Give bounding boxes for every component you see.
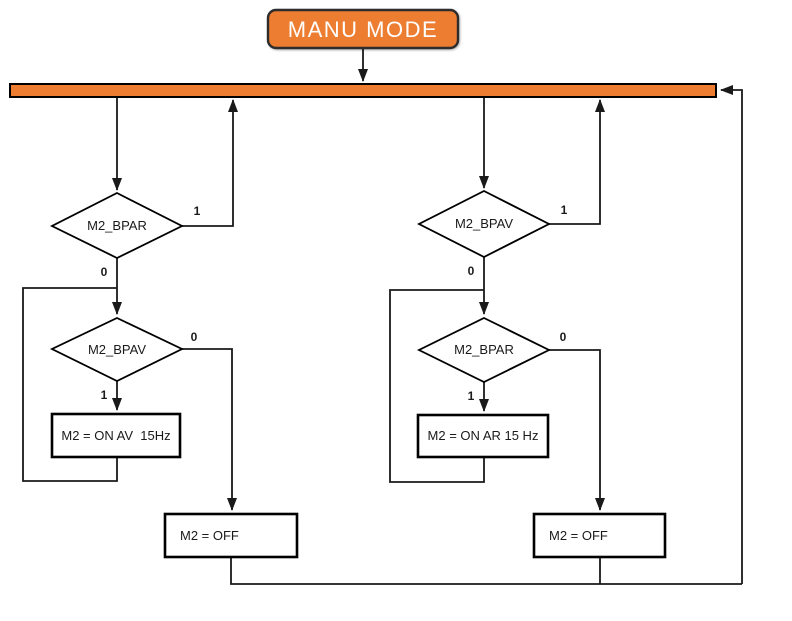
left-decision-top-diamond (49, 191, 185, 260)
right-decision-mid-exit-1-label: 1 (468, 389, 475, 403)
left-action-off-label: M2 = OFF (180, 528, 239, 543)
left-decision-mid-exit-1-label: 1 (101, 388, 108, 402)
left-action-on-box (50, 412, 182, 459)
left-branch: M2_BPAR 1 0 M2_BPAV 0 1 M2 = ON AV 15Hz … (49, 191, 299, 559)
right-decision-mid-exit-0-label: 0 (560, 330, 567, 344)
right-action-on-label: M2 = ON AR 15 Hz (428, 428, 539, 443)
edge-left-decision-top-1-to-bus (182, 99, 238, 227)
edge-right-decision-mid-0-to-off (549, 349, 605, 511)
left-decision-mid-label: M2_BPAV (88, 342, 146, 357)
right-decision-top-diamond (417, 189, 551, 259)
edge-left-loop-back (22, 287, 118, 482)
manu-mode-box (266, 8, 460, 50)
left-decision-mid-exit-0-label: 0 (191, 330, 198, 344)
edge-return-to-bus (720, 85, 743, 584)
manu-mode-node: MANU MODE (266, 8, 460, 50)
right-decision-top-exit-0-label: 0 (468, 264, 475, 278)
right-branch: M2_BPAV 1 0 M2_BPAR 0 1 M2 = ON AR 15 Hz… (416, 189, 667, 559)
right-decision-top-exit-1-label: 1 (561, 203, 568, 217)
edges (22, 48, 743, 585)
left-action-on-label: M2 = ON AV 15Hz (61, 428, 170, 443)
left-decision-top-exit-1-label: 1 (194, 204, 201, 218)
left-decision-top-label: M2_BPAR (87, 218, 147, 233)
manu-mode-label: MANU MODE (288, 17, 438, 42)
left-action-off-box (163, 512, 299, 559)
left-decision-top-exit-0-label: 0 (101, 265, 108, 279)
right-decision-mid-diamond (416, 316, 552, 384)
right-decision-top-label: M2_BPAV (455, 216, 513, 231)
right-action-on-box (416, 413, 550, 459)
edge-right-decision-top-1-to-bus (549, 99, 605, 225)
left-decision-mid-diamond (49, 317, 185, 383)
event-bus-bar (9, 83, 717, 98)
edge-left-decision-mid-0-to-off (182, 348, 237, 511)
edge-left-off-to-bottom-run (230, 557, 742, 585)
right-action-off-label: M2 = OFF (549, 528, 608, 543)
right-action-off-box (532, 512, 667, 559)
right-decision-mid-label: M2_BPAR (454, 342, 514, 357)
edge-right-loop-back (389, 289, 485, 483)
